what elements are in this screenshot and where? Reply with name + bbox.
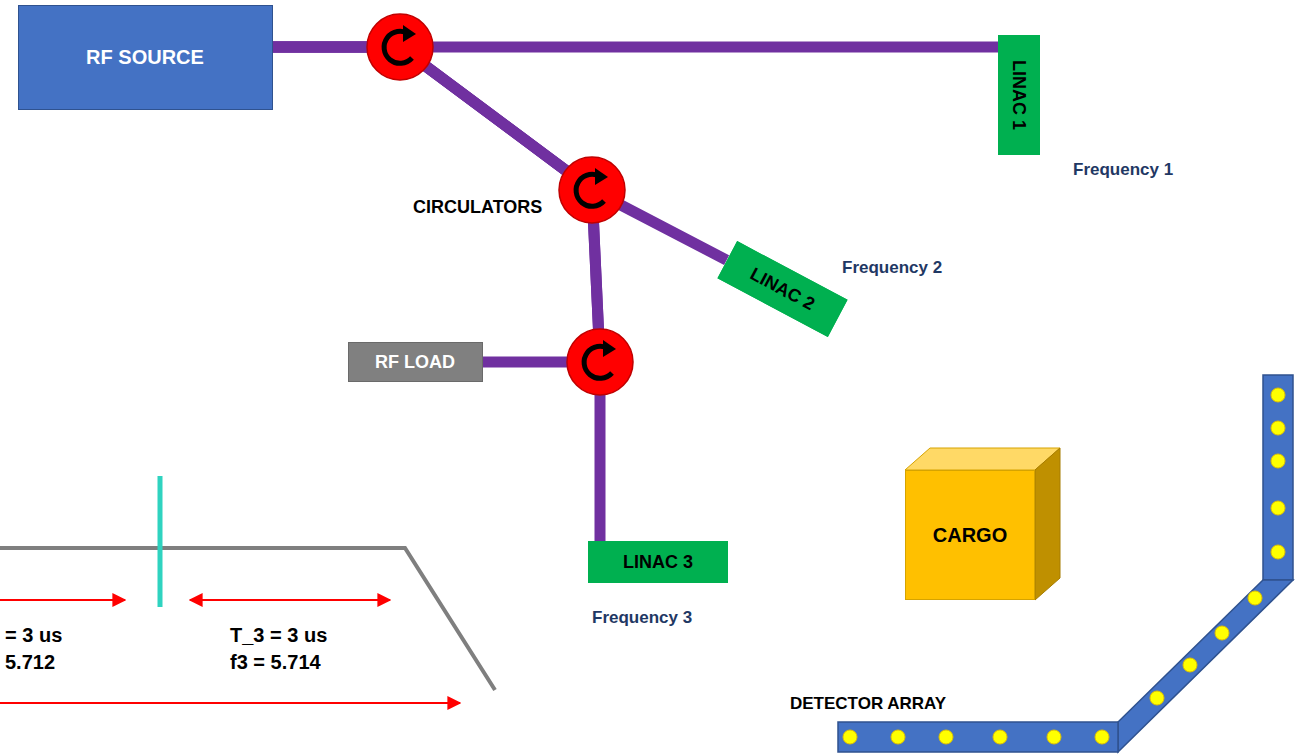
duration-arrow <box>0 702 460 704</box>
cargo-box: CARGO <box>905 470 1035 600</box>
frequency-label: Frequency 1 <box>1073 160 1173 180</box>
load-box: RF LOAD <box>348 342 483 382</box>
cargo-side <box>1035 448 1060 600</box>
waveguide <box>273 47 601 541</box>
timing-value: f3 = 5.714 <box>230 651 321 674</box>
frequency-label: Frequency 2 <box>842 258 942 278</box>
duration-arrow <box>190 599 390 601</box>
array-label: DETECTOR ARRAY <box>790 694 946 714</box>
node-text: RF LOAD <box>375 352 455 373</box>
node-text: LINAC 1 <box>1009 60 1030 130</box>
circulator <box>567 329 633 395</box>
pulse-outline <box>0 548 495 690</box>
circulator <box>367 14 433 80</box>
waveguide <box>273 47 601 362</box>
pulse-divider <box>158 476 163 607</box>
node-text: CARGO <box>933 524 1007 547</box>
duration-arrow <box>0 599 125 601</box>
linac-box: LINAC 2 <box>717 241 847 337</box>
linac-box: LINAC 3 <box>588 541 728 583</box>
group-label: CIRCULATORS <box>413 197 542 218</box>
timing-value: 5.712 <box>5 651 55 674</box>
node-text: LINAC 3 <box>623 552 693 573</box>
node-text: LINAC 2 <box>746 263 818 314</box>
cargo-top <box>905 448 1060 470</box>
detector-element <box>843 388 1285 744</box>
source-box: RF SOURCE <box>18 5 273 110</box>
timing-value: T_3 = 3 us <box>230 624 327 647</box>
circulator <box>559 157 625 223</box>
waveguide <box>273 47 727 260</box>
frequency-label: Frequency 3 <box>592 608 692 628</box>
timing-value: = 3 us <box>5 624 62 647</box>
node-text: RF SOURCE <box>86 46 204 69</box>
linac-box: LINAC 1 <box>998 35 1040 155</box>
